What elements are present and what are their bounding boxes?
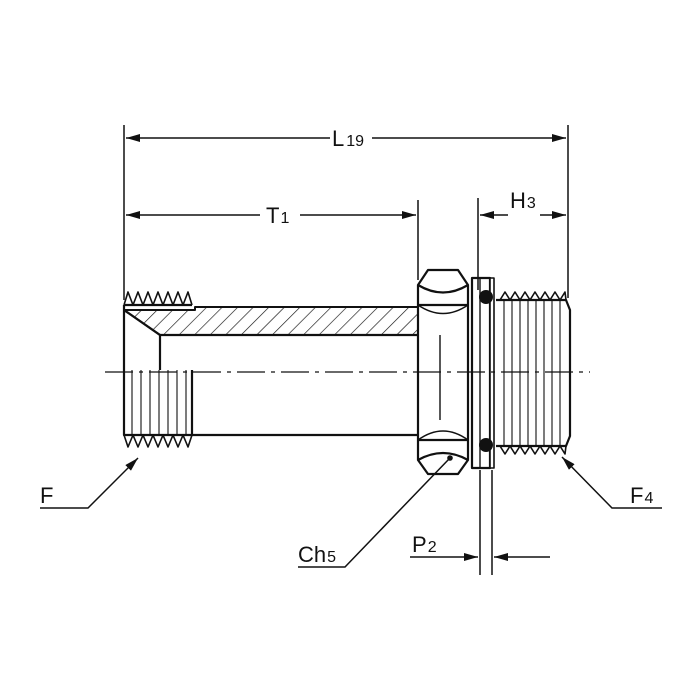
hatched-section: [123, 306, 441, 336]
right-thread-teeth-bottom: [499, 445, 567, 455]
fitting-body: [122, 268, 572, 476]
thread-right-label: F4: [630, 483, 653, 508]
hex-size-leader: [298, 458, 450, 568]
sealing-washer: [470, 276, 495, 470]
right-thread-teeth-top: [499, 291, 567, 301]
hex-size-label: Ch5: [298, 542, 336, 567]
left-thread-teeth-top: [123, 291, 193, 306]
thread-left-leader: [40, 457, 139, 509]
washer-thickness-dimension: [410, 470, 550, 575]
thread-left-label: F: [40, 483, 53, 508]
thread-length-label: T1: [266, 203, 289, 228]
stud-length-dimension: [477, 198, 566, 290]
o-ring-top: [479, 290, 493, 304]
overall-length-dimension: [123, 125, 569, 300]
right-thread-stub: [496, 291, 572, 455]
thread-right-leader: [561, 456, 662, 509]
hex-nut: [416, 268, 470, 476]
left-thread-teeth-bottom: [123, 434, 193, 448]
stud-length-label: H3: [510, 188, 536, 213]
left-thread-lines: [131, 370, 187, 435]
right-thread-lines: [503, 300, 561, 446]
thread-length-dimension: [126, 200, 419, 280]
o-ring-bottom: [479, 438, 493, 452]
washer-thickness-label: P2: [412, 532, 437, 557]
